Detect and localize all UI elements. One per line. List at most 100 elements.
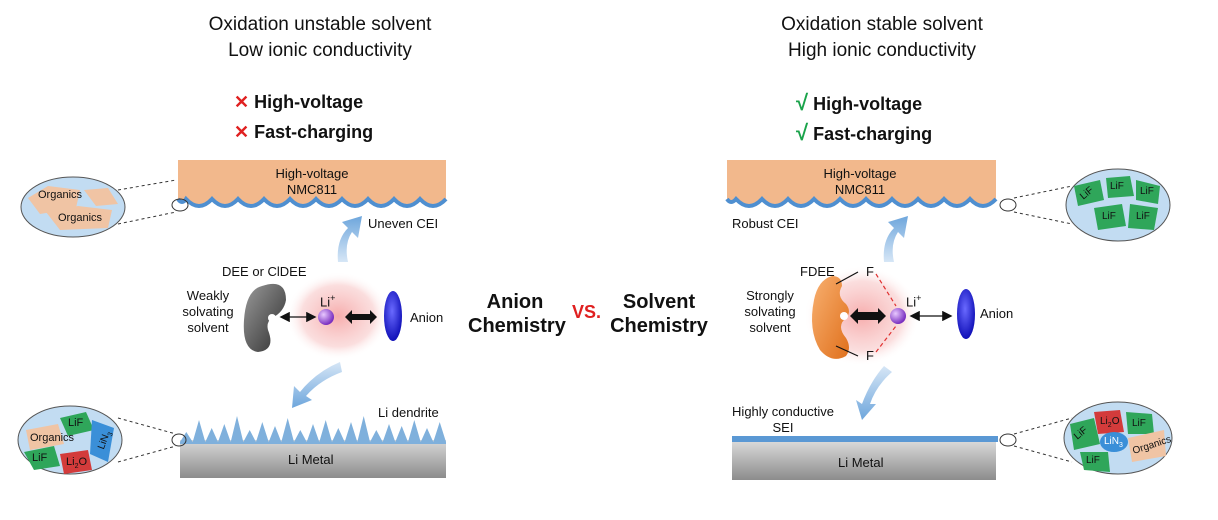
right-strong-solvent-shape	[812, 276, 849, 359]
right-solvent-desc-line-2: solvating	[744, 304, 796, 319]
center-right-title: Solvent Chemistry	[606, 290, 712, 338]
left-li-metal	[180, 416, 446, 478]
left-anion	[384, 291, 402, 341]
right-up-arrow	[883, 216, 908, 262]
left-solvent-desc: Weakly solvating solvent	[176, 288, 240, 336]
left-li-charge: +	[330, 293, 336, 303]
left-check-label: Fast-charging	[254, 122, 374, 142]
left-li-ion	[318, 309, 334, 325]
left-solvent-desc-line-1: Weakly	[186, 288, 230, 303]
right-cei-label: Robust CEI	[732, 216, 799, 231]
right-cei-zoom-lif-4: LiF	[1102, 211, 1116, 222]
vs-label: VS.	[572, 302, 602, 322]
right-solvent-desc-line-1: Strongly	[746, 288, 794, 303]
right-header-line-1: Oxidation stable solvent	[781, 14, 983, 35]
left-sei-zoom-lif-2: LiF	[32, 452, 48, 464]
right-cei-zoom-lif-2: LiF	[1110, 181, 1124, 192]
left-sei-zoom-li2o: Li2O	[66, 456, 88, 471]
right-sei-layer	[732, 436, 998, 442]
right-anion-label: Anion	[980, 306, 1014, 321]
center-left-title: Anion Chemistry	[468, 290, 566, 338]
left-cei-zoom-bubble	[20, 176, 189, 238]
left-metal-label: Li Metal	[288, 452, 334, 467]
li-text: Li	[1100, 416, 1108, 427]
left-sei-zoom-bubble	[17, 405, 187, 475]
left-anion-label: Anion	[410, 310, 444, 325]
left-header: Oxidation unstable solvent Low ionic con…	[170, 12, 470, 64]
left-weak-solvent-shape	[243, 283, 286, 352]
right-check-label: High-voltage	[813, 94, 923, 114]
right-sei-label: Highly conductive SEI	[726, 404, 840, 436]
cross-icon: ✕	[234, 92, 250, 112]
right-sei-zoom-lif-1: LiF	[1132, 418, 1146, 429]
center-right-title-line-1: Solvent	[622, 291, 696, 313]
right-sei-zoom-li2o: Li2O	[1100, 416, 1120, 429]
left-cei-wave-line	[176, 195, 448, 208]
right-sei-zoom-lif-3: LiF	[1086, 455, 1100, 466]
right-li-text: Li	[906, 294, 917, 310]
right-check-high-voltage: √ High-voltage	[796, 90, 922, 116]
right-li-charge: +	[916, 293, 922, 303]
right-metal-label: Li Metal	[838, 455, 884, 470]
left-sei-zoom-organics: Organics	[30, 432, 75, 444]
left-cei-zoom-organics-2: Organics	[58, 212, 103, 224]
left-check-high-voltage: ✕ High-voltage	[234, 92, 363, 113]
left-check-fast-charging: ✕ Fast-charging	[234, 122, 373, 143]
right-solvent-name: FDEE	[800, 264, 835, 279]
left-cei-zoom-organics-1: Organics	[38, 189, 83, 201]
check-icon: √	[796, 120, 809, 145]
left-cathode-label-line-1: High-voltage	[275, 166, 349, 181]
right-solvent-desc: Strongly solvating solvent	[734, 288, 806, 336]
right-header: Oxidation stable solvent High ionic cond…	[732, 12, 1032, 64]
right-cei-wave-line	[725, 195, 998, 208]
left-check-label: High-voltage	[254, 92, 364, 112]
right-cei-zoom-lif-3: LiF	[1140, 186, 1154, 197]
right-down-arrow	[856, 366, 892, 420]
left-up-arrow	[337, 216, 362, 262]
right-solvent-desc-line-3: solvent	[749, 320, 791, 335]
right-cathode-label-line-2: NMC811	[834, 182, 886, 197]
right-sei-zoom-bubble	[999, 401, 1173, 475]
left-cathode	[176, 160, 448, 208]
left-header-line-2: Low ionic conductivity	[228, 40, 412, 61]
left-down-arrow	[292, 362, 342, 408]
right-sei-label-line-1: Highly conductive	[732, 404, 834, 419]
right-sei-label-line-2: SEI	[772, 420, 794, 435]
left-solvent-name: DEE or ClDEE	[222, 264, 307, 279]
right-f-label-top: F	[866, 264, 874, 279]
left-li-text: Li	[320, 294, 331, 310]
left-cathode-label-line-2: NMC811	[286, 182, 338, 197]
right-cathode	[725, 160, 998, 208]
left-solvent-desc-line-3: solvent	[187, 320, 229, 335]
right-sei-zoom-lin3: LiN3	[1104, 436, 1123, 449]
right-check-label: Fast-charging	[813, 124, 933, 144]
left-cei-label: Uneven CEI	[368, 216, 439, 231]
center-left-title-line-1: Anion	[486, 291, 544, 313]
lin-text: LiN	[1104, 436, 1120, 447]
o-text: O	[1111, 416, 1120, 427]
left-li-glow	[286, 272, 390, 360]
right-li-ion	[890, 308, 906, 324]
right-cei-zoom-lif-5: LiF	[1136, 211, 1150, 222]
left-dendrite-label: Li dendrite	[378, 405, 439, 420]
left-solvent-desc-line-2: solvating	[182, 304, 234, 319]
right-li-metal	[732, 436, 998, 480]
right-cathode-label-line-1: High-voltage	[823, 166, 897, 181]
right-cathode-label: High-voltage NMC811	[810, 166, 910, 198]
li-text: Li	[66, 456, 75, 468]
o-text: O	[78, 456, 88, 468]
left-header-line-1: Oxidation unstable solvent	[208, 14, 432, 35]
left-li-label: Li+	[320, 290, 335, 310]
center-right-title-line-2: Chemistry	[610, 315, 708, 337]
check-icon: √	[796, 90, 809, 115]
right-header-line-2: High ionic conductivity	[788, 40, 976, 61]
right-check-fast-charging: √ Fast-charging	[796, 120, 932, 146]
cross-icon: ✕	[234, 122, 250, 142]
right-anion	[957, 289, 975, 339]
right-f-label-bottom: F	[866, 348, 874, 363]
right-cei-zoom-bubble	[999, 168, 1171, 242]
right-li-label: Li+	[906, 290, 921, 310]
left-cathode-label: High-voltage NMC811	[262, 166, 362, 198]
left-sei-zoom-lif-1: LiF	[68, 417, 84, 429]
right-strong-arrow	[850, 308, 886, 324]
